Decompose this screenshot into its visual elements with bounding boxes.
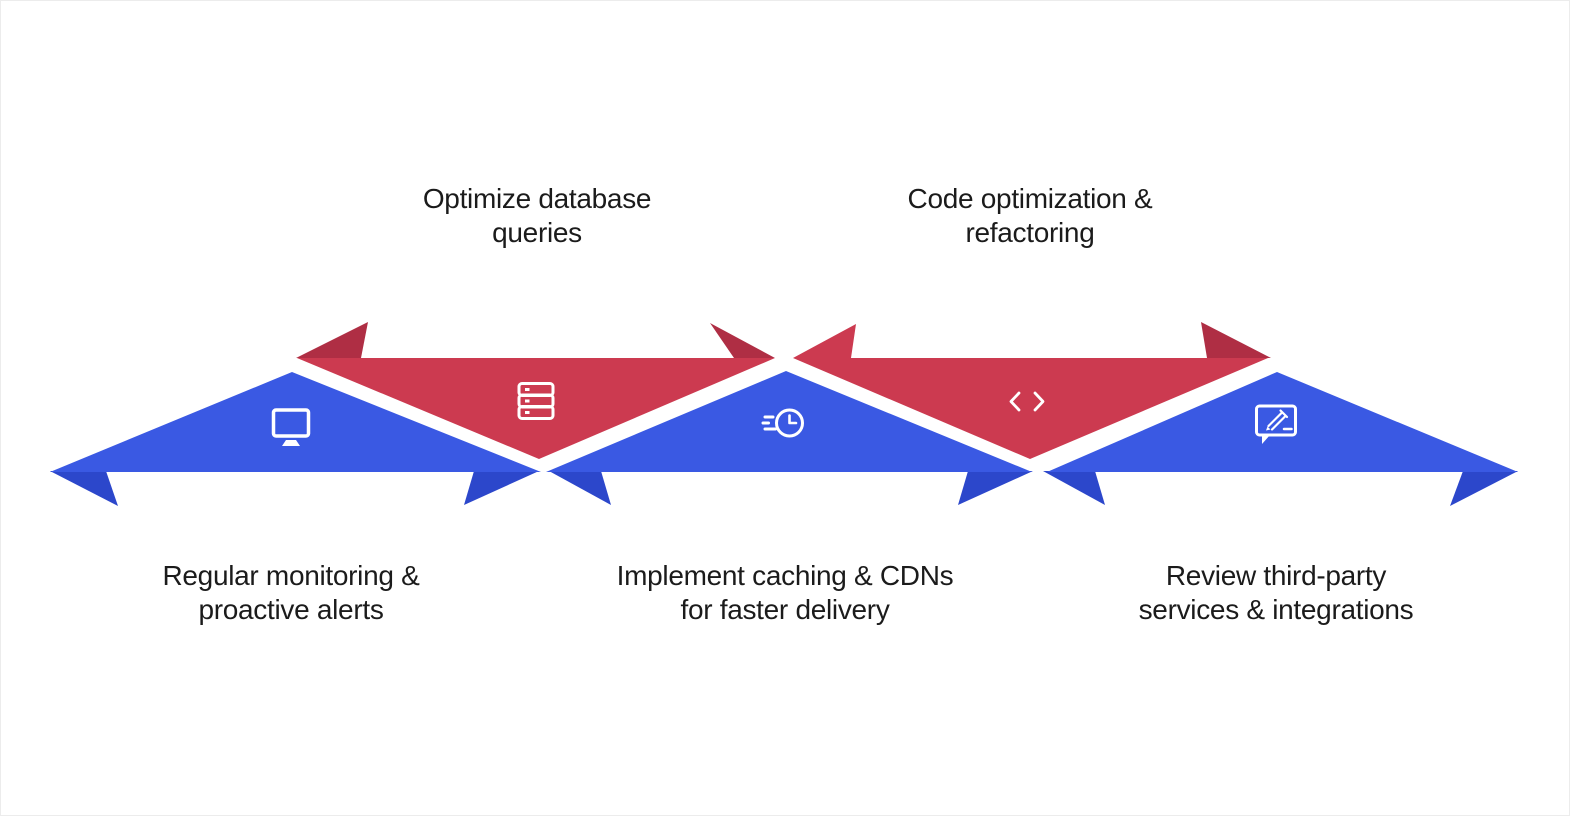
- code-brackets-icon: [1009, 391, 1045, 412]
- step-label-optimize-database: Optimize database queries: [422, 183, 652, 248]
- blue-fold-left: [1043, 471, 1105, 505]
- red-arrowhead-left: [296, 322, 368, 358]
- blue-fold-left: [549, 471, 611, 505]
- monitor-icon: [271, 408, 311, 446]
- blue-ribbon-body: [1047, 372, 1518, 472]
- blue-fold-right: [464, 471, 539, 505]
- step-label-review-thirdparty: Review third-party services & integratio…: [1138, 560, 1414, 625]
- red-ribbon-body: [793, 358, 1268, 459]
- red-ribbon-4: [793, 322, 1271, 459]
- red-arrowhead-right: [1201, 322, 1271, 358]
- step-label-code-optimization: Code optimization & refactoring: [907, 183, 1153, 248]
- red-fold-right: [710, 323, 775, 358]
- blue-arrow-tip-fold-left: [50, 471, 118, 506]
- clock-speed-icon: [761, 408, 804, 438]
- edit-message-icon: [1255, 404, 1297, 444]
- blue-ribbon-body: [50, 372, 541, 472]
- red-fold-left: [793, 324, 856, 358]
- blue-arrow-tip-fold-right: [1450, 471, 1518, 506]
- step-label-implement-caching: Implement caching & CDNs for faster deli…: [616, 560, 954, 625]
- blue-ribbon-1: [50, 372, 541, 506]
- step-label-regular-monitoring: Regular monitoring & proactive alerts: [162, 560, 420, 625]
- server-stack-icon: [517, 382, 555, 420]
- blue-fold-right: [958, 471, 1033, 505]
- blue-ribbon-5: [1043, 372, 1518, 506]
